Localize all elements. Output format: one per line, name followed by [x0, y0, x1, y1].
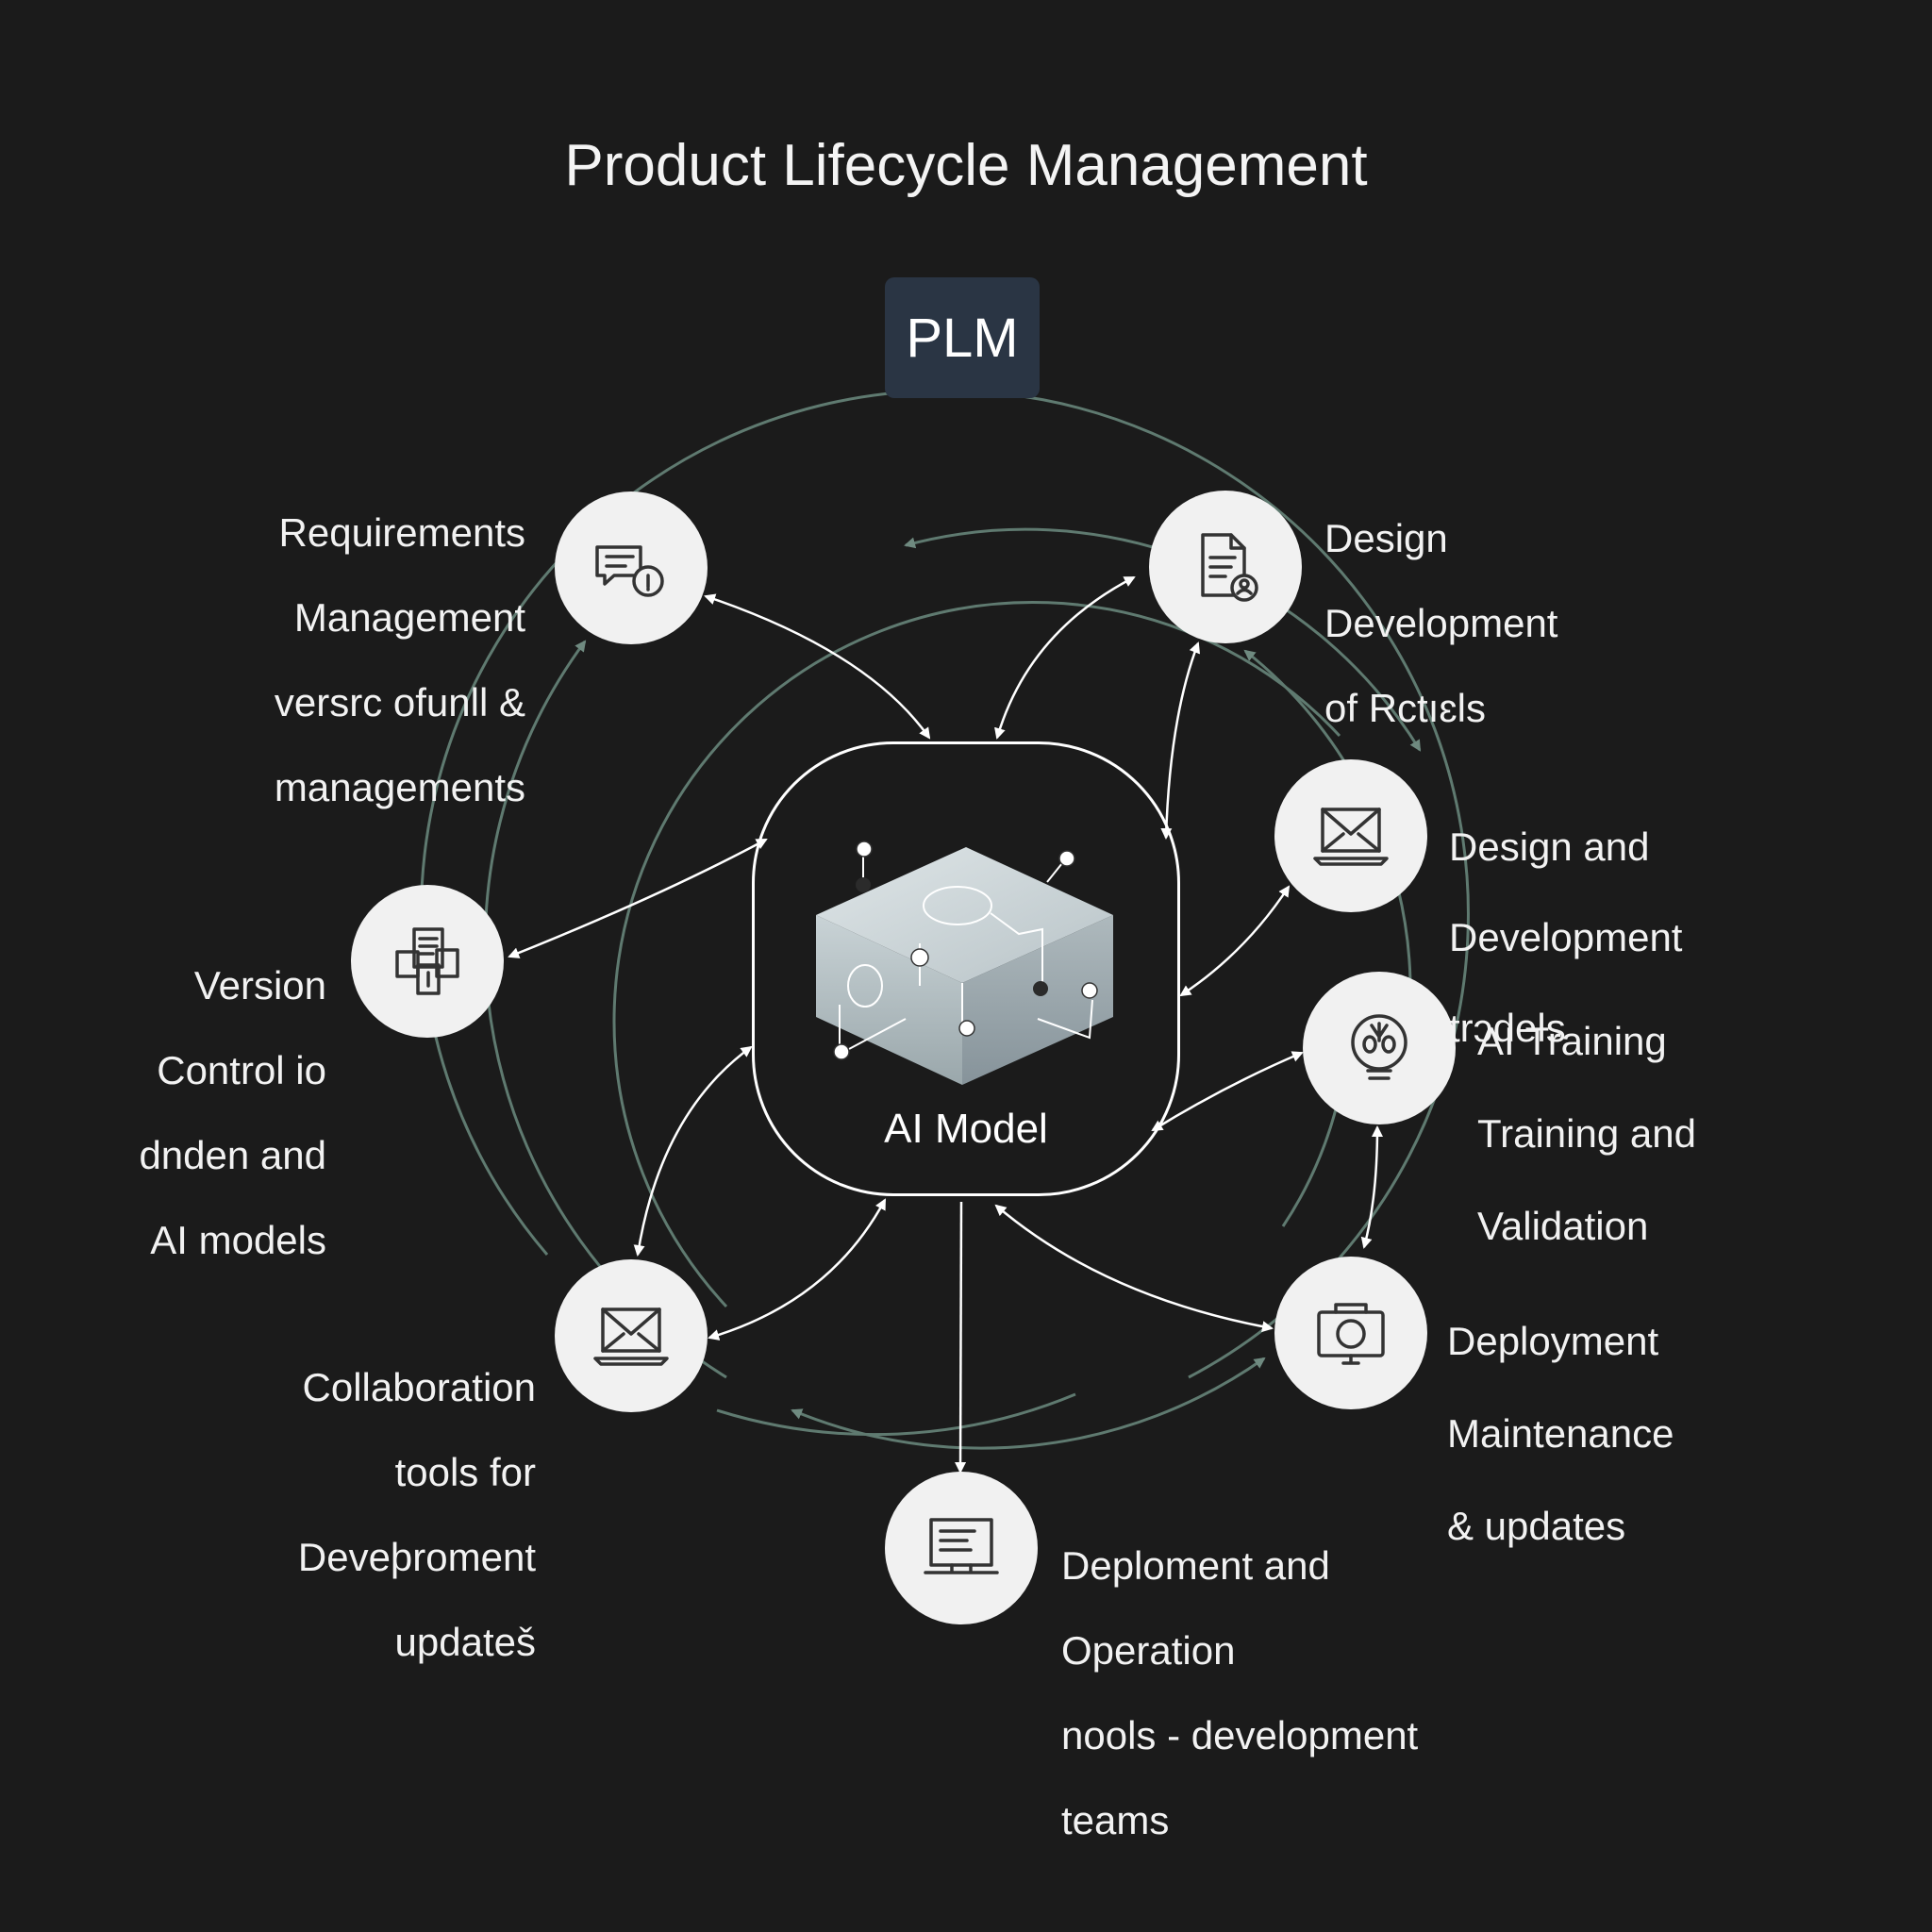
collaboration-node[interactable]: [555, 1259, 708, 1412]
design-top-node[interactable]: [1149, 491, 1302, 643]
deployment-maint-label: Deployment Maintenance & updates: [1447, 1319, 1674, 1548]
collaboration-label: Collaboration tools for Deveþroment upda…: [297, 1365, 536, 1664]
envelope-laptop-icon: [593, 1307, 669, 1366]
design-models-label: Design and Development trɔdels: [1449, 824, 1683, 1050]
requirements-label: Requirements Management versrc ofunll & …: [274, 510, 525, 809]
ai-model-label: AI Model: [884, 1106, 1048, 1152]
camera-icon: [1317, 1303, 1385, 1365]
version-control-label: Version Control io dnden and AI models: [139, 963, 326, 1262]
ai-training-node[interactable]: [1303, 972, 1456, 1124]
deployment-ops-label: Deploment and Operation nools - developm…: [1061, 1543, 1419, 1842]
monitor-icon: [924, 1518, 999, 1574]
design-top-label: Design Development of Rctıɛls: [1324, 516, 1558, 730]
envelope-laptop-icon: [1313, 808, 1389, 866]
plm-badge: PLM: [885, 277, 1040, 398]
page-title: Product Lifecycle Management: [564, 133, 1368, 198]
chat-document-icon: [595, 545, 664, 597]
document-user-icon: [1201, 533, 1258, 602]
ai-model-hub[interactable]: [752, 741, 1180, 1196]
version-control-node[interactable]: [351, 885, 504, 1038]
connector-arrows: [508, 575, 1383, 1474]
ai-training-label: AI Training Training and Validation: [1477, 1019, 1696, 1248]
deployment-ops-node[interactable]: [885, 1472, 1038, 1624]
files-icon: [395, 927, 459, 995]
brain-bulb-icon: [1351, 1014, 1407, 1080]
deployment-maint-node[interactable]: [1274, 1257, 1427, 1409]
design-models-node[interactable]: [1274, 759, 1427, 912]
requirements-node[interactable]: [555, 491, 708, 644]
